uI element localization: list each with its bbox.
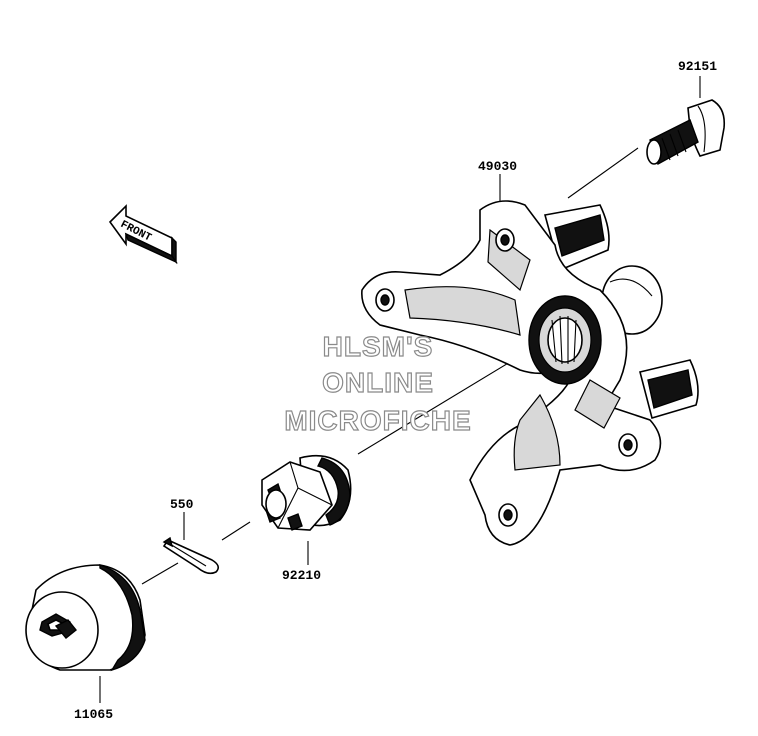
axis-line-hub: [357, 361, 511, 455]
watermark-line-3: MICROFICHE: [284, 405, 471, 436]
axis-line-nut: [221, 521, 251, 541]
axis-line-pin: [141, 562, 179, 585]
stud-bolt-icon: [646, 99, 726, 166]
part-label-550: 550: [170, 497, 194, 512]
front-arrow-icon: FRONT: [108, 204, 178, 265]
hub-cap-icon: [25, 564, 146, 672]
cotter-pin-icon: [162, 536, 220, 575]
castle-nut-icon: [261, 454, 352, 531]
watermark-line-1: HLSM'S: [323, 331, 434, 362]
axis-line-stud: [567, 147, 639, 199]
leader-lines: [99, 76, 701, 703]
part-label-92210: 92210: [282, 568, 321, 583]
watermark: HLSM'S ONLINE MICROFICHE: [284, 330, 472, 436]
watermark-line-2: ONLINE: [322, 367, 434, 398]
part-label-49030: 49030: [478, 159, 517, 174]
part-label-92151: 92151: [678, 59, 717, 74]
part-label-11065: 11065: [74, 707, 113, 722]
hub-icon: [361, 200, 699, 546]
